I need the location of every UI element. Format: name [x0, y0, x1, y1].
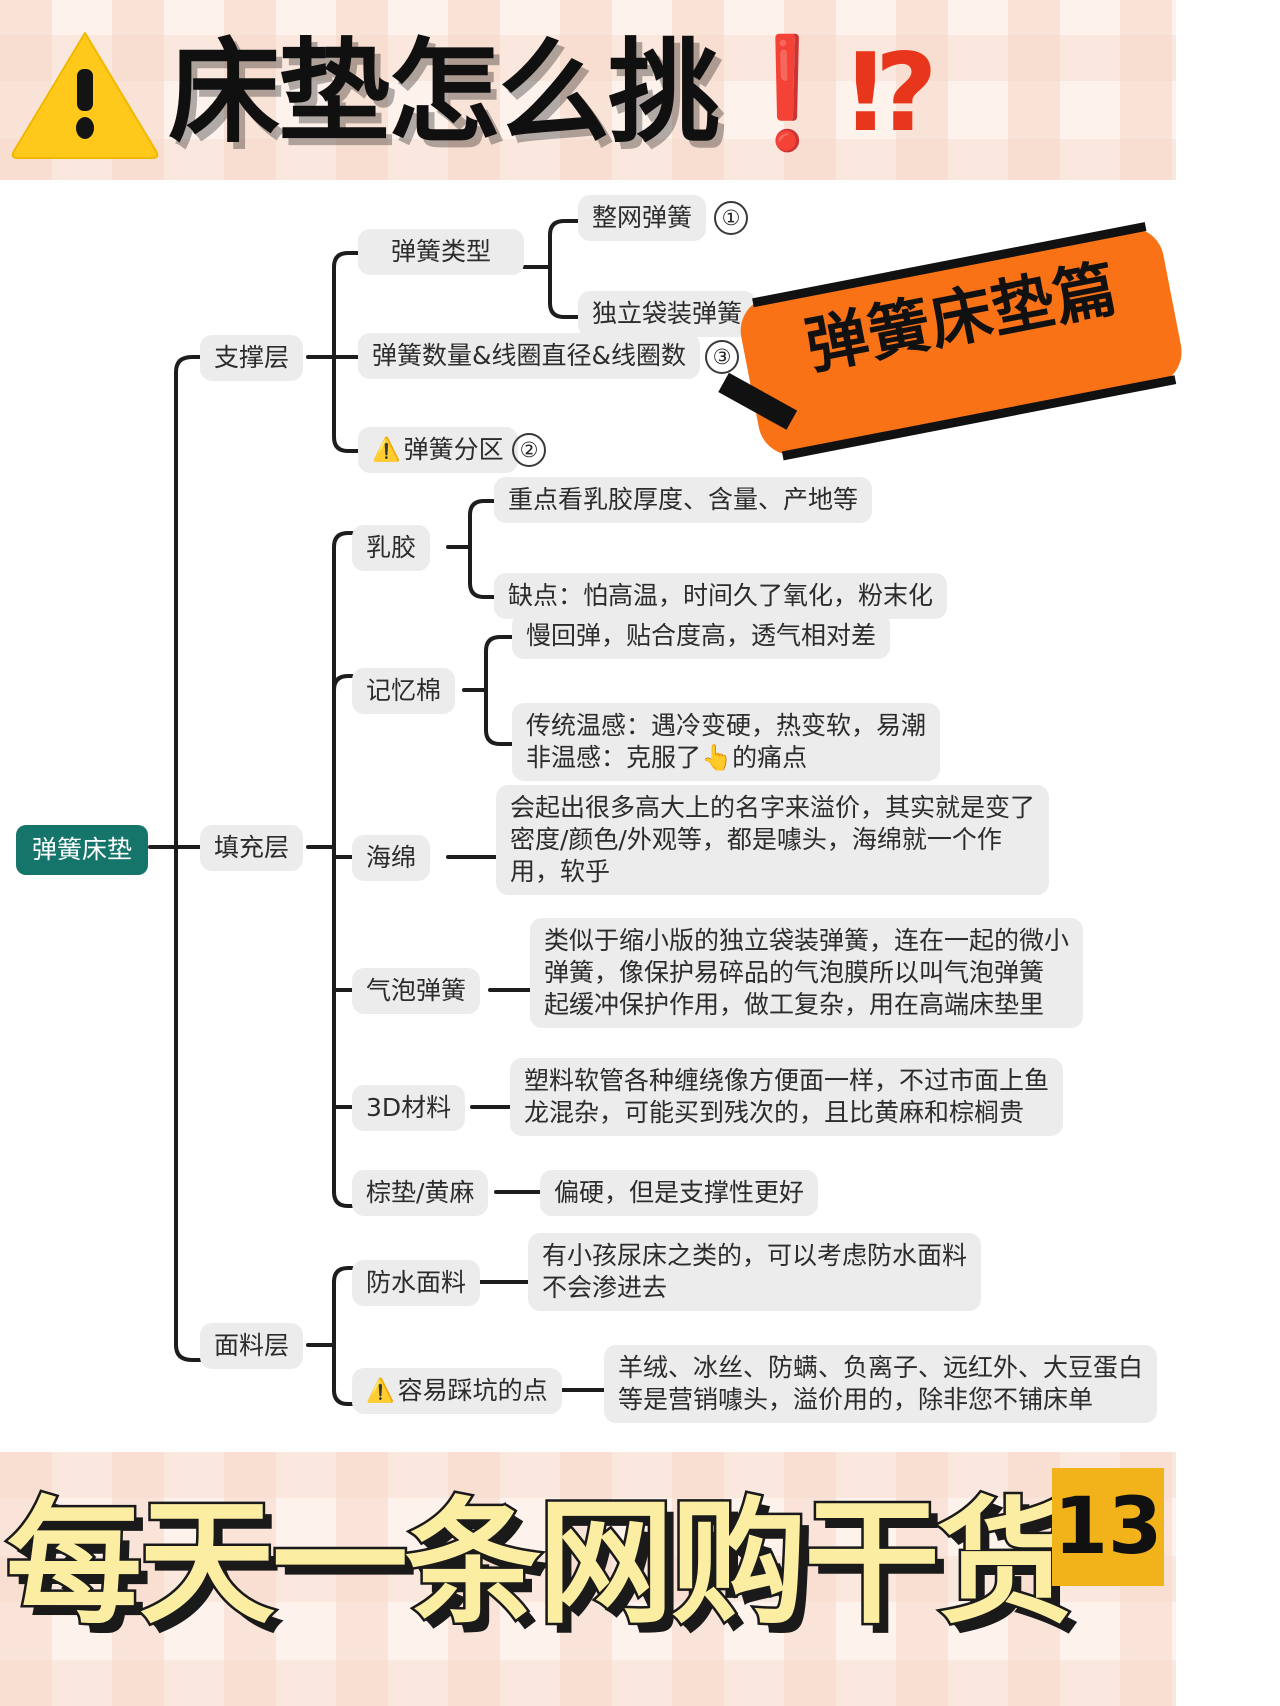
background-plaid-top	[0, 0, 1176, 185]
banner-text: 每天一条网购干货	[4, 1485, 1076, 1643]
bottom-banner: 每天一条网购干货 13	[0, 1422, 1176, 1706]
badge-circle-1: ①	[714, 201, 748, 235]
node-bubble-spring[interactable]: 气泡弹簧	[352, 968, 481, 1014]
node-latex[interactable]: 乳胶	[352, 525, 431, 571]
node-coir-jute-point-1[interactable]: 偏硬，但是支撑性更好	[540, 1170, 819, 1216]
warning-small-icon-2: ⚠️	[366, 1377, 395, 1404]
node-spring-type[interactable]: 弹簧类型	[358, 229, 524, 275]
node-memory-foam-point-1[interactable]: 慢回弹，贴合度高，透气相对差	[512, 613, 891, 659]
mindmap: 弹簧床垫 支撑层 填充层 面料层 弹簧类型 整网弹簧 ① 独立袋装弹簧 弹簧数量…	[0, 185, 1176, 1475]
branch-fabric-layer[interactable]: 面料层	[200, 1323, 304, 1369]
node-common-pitfalls-label: 容易踩坑的点	[397, 1376, 548, 1405]
badge-circle-3: ③	[705, 340, 739, 374]
node-spring-zoning[interactable]: ⚠️ 弹簧分区	[358, 427, 518, 473]
node-memory-foam-point-2[interactable]: 传统温感：遇冷变硬，热变软，易潮 非温感：克服了👆的痛点	[512, 703, 941, 781]
page-title: 床垫怎么挑	[168, 27, 720, 158]
header-exclaim-marks: ❗⁉	[720, 31, 938, 153]
branch-filling-layer[interactable]: 填充层	[200, 825, 304, 871]
node-spring-count-coil[interactable]: 弹簧数量&线圈直径&线圈数	[358, 333, 700, 379]
mindmap-root-node[interactable]: 弹簧床垫	[16, 825, 149, 875]
banner-episode-number: 13	[1052, 1468, 1164, 1586]
warning-small-icon: ⚠️	[372, 436, 401, 463]
badge-circle-2: ②	[512, 433, 546, 467]
background-plaid-bottom	[0, 1452, 1176, 1706]
node-sponge[interactable]: 海绵	[352, 835, 431, 881]
node-3d-material[interactable]: 3D材料	[352, 1085, 466, 1131]
node-waterproof-fabric-point-1[interactable]: 有小孩尿床之类的，可以考虑防水面料 不会渗进去	[528, 1233, 982, 1311]
warning-triangle-icon	[10, 27, 160, 159]
node-waterproof-fabric[interactable]: 防水面料	[352, 1260, 481, 1306]
node-common-pitfalls-point-1[interactable]: 羊绒、冰丝、防螨、负离子、远红外、大豆蛋白 等是营销噱头，溢价用的，除非您不铺床…	[604, 1345, 1158, 1423]
node-common-pitfalls[interactable]: ⚠️ 容易踩坑的点	[352, 1368, 562, 1414]
node-sponge-point-1[interactable]: 会起出很多高大上的名字来溢价，其实就是变了 密度/颜色/外观等，都是噱头，海绵就…	[496, 785, 1050, 895]
node-latex-point-2[interactable]: 缺点：怕高温，时间久了氧化，粉末化	[494, 573, 948, 619]
node-bubble-spring-point-1[interactable]: 类似于缩小版的独立袋装弹簧，连在一起的微小 弹簧，像保护易碎品的气泡膜所以叫气泡…	[530, 918, 1084, 1028]
node-pocket-spring[interactable]: 独立袋装弹簧	[578, 291, 757, 337]
node-coir-jute[interactable]: 棕垫/黄麻	[352, 1170, 489, 1216]
node-latex-point-1[interactable]: 重点看乳胶厚度、含量、产地等	[494, 477, 873, 523]
node-3d-material-point-1[interactable]: 塑料软管各种缠绕像方便面一样，不过市面上鱼 龙混杂，可能买到残次的，且比黄麻和棕…	[510, 1058, 1064, 1136]
branch-support-layer[interactable]: 支撑层	[200, 335, 304, 381]
node-memory-foam[interactable]: 记忆棉	[352, 668, 456, 714]
header: 床垫怎么挑 ❗⁉	[0, 0, 1176, 185]
node-interconnected-spring[interactable]: 整网弹簧	[578, 195, 707, 241]
node-spring-zoning-label: 弹簧分区	[403, 435, 504, 464]
